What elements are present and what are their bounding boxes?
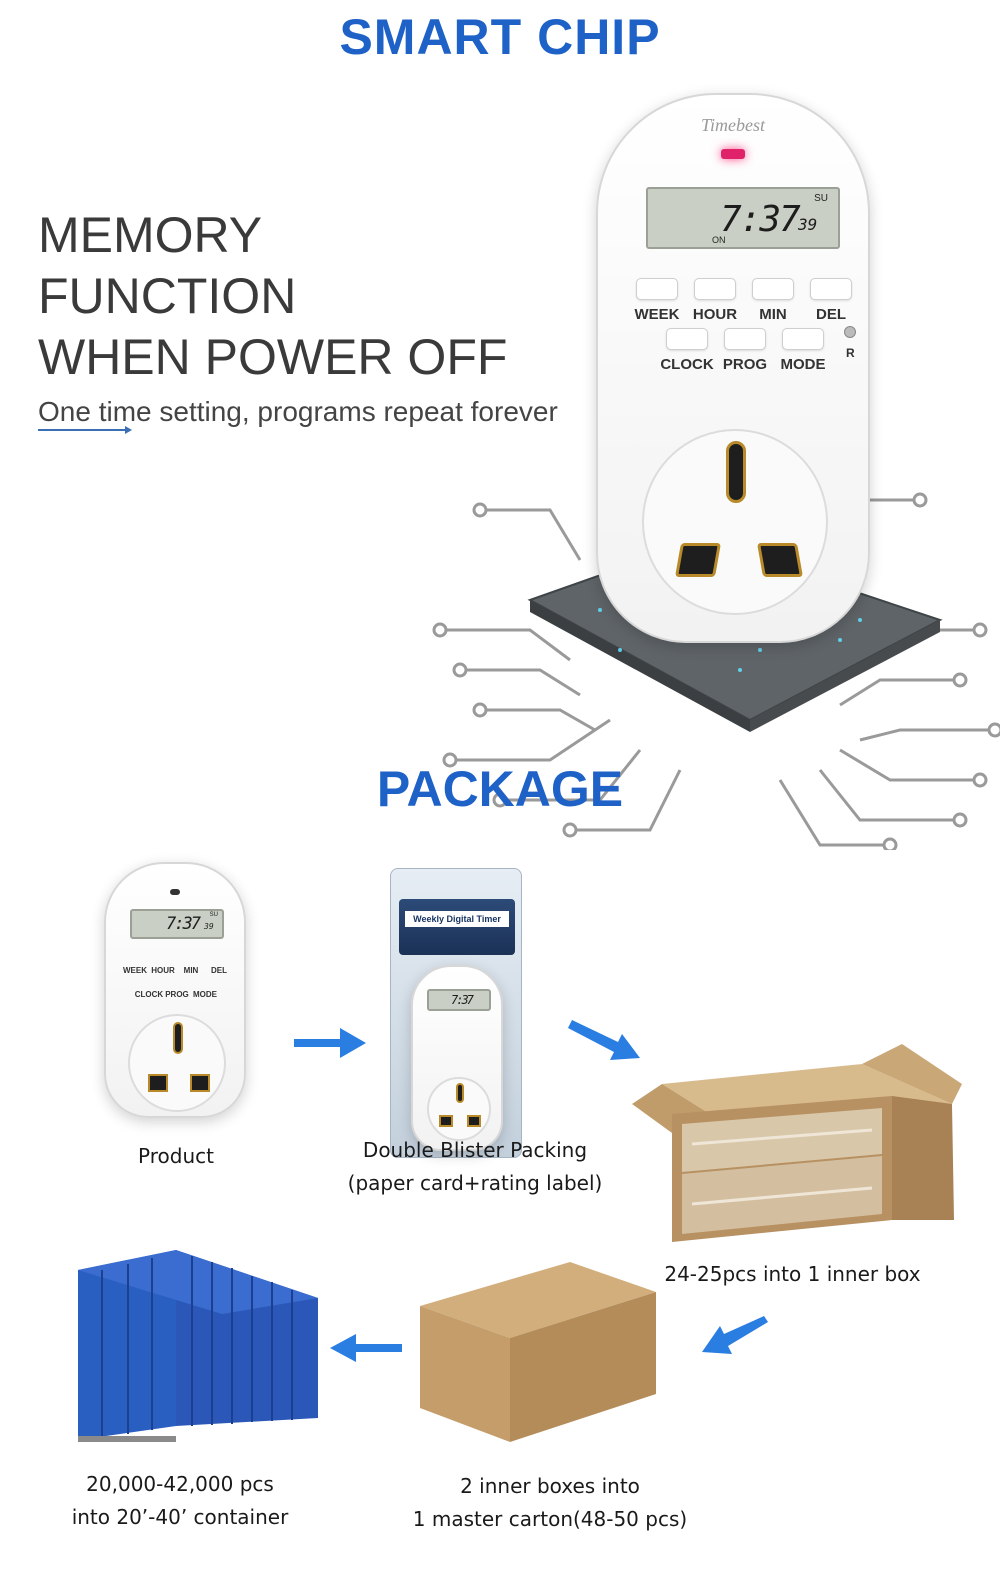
mode-button[interactable] xyxy=(782,328,824,350)
lcd-status: ON xyxy=(712,235,726,245)
socket-pin-top-icon xyxy=(726,441,746,503)
lcd-day: SU xyxy=(814,193,828,204)
product-lcd: SU 7:37 39 xyxy=(130,909,224,939)
brand-logo: Timebest xyxy=(700,115,765,135)
hour-button[interactable] xyxy=(694,278,736,300)
digital-timer-large: Timebest SU 7:37 39 ON WEEK HOUR MIN DEL… xyxy=(596,93,870,643)
blister-caption: Double Blister Packing (paper card+ratin… xyxy=(340,1134,610,1200)
product-mode-label: MODE xyxy=(193,990,217,999)
power-led-icon xyxy=(721,149,745,159)
memory-heading-line2: FUNCTION xyxy=(38,268,297,324)
product-lcd-seconds: 39 xyxy=(204,922,214,931)
shipping-container-image xyxy=(78,1250,318,1442)
memory-heading-line1: MEMORY xyxy=(38,207,263,263)
arrow-down-right-icon xyxy=(568,1020,640,1060)
reset-label: R xyxy=(846,346,855,360)
product-socket xyxy=(128,1014,226,1112)
product-min-label: MIN xyxy=(183,966,199,975)
blister-pin-top-icon xyxy=(456,1083,464,1103)
week-button[interactable] xyxy=(636,278,678,300)
arrow-down-left-icon xyxy=(702,1316,768,1354)
product-lcd-time: 7:37 xyxy=(166,914,201,934)
open-carton-image xyxy=(632,1044,962,1242)
product-del-label: DEL xyxy=(211,966,227,975)
product-timer: SU 7:37 39 WEEK HOUR MIN DEL CLOCK PROG … xyxy=(104,862,246,1118)
prog-label: PROG xyxy=(722,356,768,373)
clock-label: CLOCK xyxy=(660,356,714,373)
product-week-label: WEEK xyxy=(123,966,147,975)
lcd-display: SU 7:37 39 ON xyxy=(646,187,840,249)
blister-lcd: 7:37 xyxy=(427,989,491,1011)
reset-button[interactable] xyxy=(844,326,856,338)
arrow-right-icon xyxy=(294,1028,366,1058)
master-caption-line1: 2 inner boxes into xyxy=(460,1474,640,1498)
prog-button[interactable] xyxy=(724,328,766,350)
memory-subtitle: One time setting, programs repeat foreve… xyxy=(38,396,558,427)
lcd-time: 7:37 xyxy=(720,199,801,240)
smart-chip-title: SMART CHIP xyxy=(339,9,661,65)
product-pin-left-icon xyxy=(148,1074,168,1092)
product-prog-label: PROG xyxy=(165,990,189,999)
package-title: PACKAGE xyxy=(376,761,624,817)
container-caption-line2: into 20’-40’ container xyxy=(71,1505,289,1529)
del-button[interactable] xyxy=(810,278,852,300)
socket-pin-left-icon xyxy=(675,543,721,577)
master-carton-image xyxy=(420,1262,656,1442)
universal-socket xyxy=(642,429,828,615)
blister-timer: 7:37 xyxy=(411,965,503,1151)
product-lcd-day: SU xyxy=(209,912,218,918)
blister-socket xyxy=(427,1077,491,1141)
blister-lcd-time: 7:37 xyxy=(451,993,474,1007)
inner-box-caption: 24-25pcs into 1 inner box xyxy=(664,1262,921,1286)
product-pin-right-icon xyxy=(190,1074,210,1092)
underline-arrow-icon xyxy=(38,426,132,434)
min-button[interactable] xyxy=(752,278,794,300)
blister-pack: Weekly Digital Timer 7:37 xyxy=(390,868,522,1158)
memory-heading-line3: WHEN POWER OFF xyxy=(38,329,508,385)
week-label: WEEK xyxy=(634,306,680,323)
product-hour-label: HOUR xyxy=(151,966,175,975)
lcd-seconds: 39 xyxy=(798,215,818,234)
socket-pin-right-icon xyxy=(757,543,803,577)
arrow-left-icon xyxy=(330,1334,402,1362)
product-clock-label: CLOCK xyxy=(134,990,164,999)
memory-function-block: MEMORY FUNCTION WHEN POWER OFF One time … xyxy=(38,205,598,434)
master-carton-caption: 2 inner boxes into 1 master carton(48-50… xyxy=(410,1470,690,1536)
blister-caption-line1: Double Blister Packing xyxy=(362,1138,588,1162)
master-caption-line2: 1 master carton(48-50 pcs) xyxy=(412,1507,688,1531)
min-label: MIN xyxy=(759,306,787,323)
mode-label: MODE xyxy=(780,356,826,373)
container-caption-line1: 20,000-42,000 pcs xyxy=(86,1472,274,1496)
product-caption: Product xyxy=(138,1144,214,1168)
container-caption: 20,000-42,000 pcs into 20’-40’ container xyxy=(60,1468,300,1534)
del-label: DEL xyxy=(816,306,846,323)
blister-card xyxy=(399,899,515,955)
hour-label: HOUR xyxy=(692,306,738,323)
product-pin-top-icon xyxy=(173,1022,183,1054)
blister-card-title: Weekly Digital Timer xyxy=(405,911,509,927)
clock-button[interactable] xyxy=(666,328,708,350)
blister-pin-right-icon xyxy=(467,1115,481,1127)
blister-pin-left-icon xyxy=(439,1115,453,1127)
product-led-icon xyxy=(170,889,180,895)
blister-caption-line2: (paper card+rating label) xyxy=(347,1171,603,1195)
